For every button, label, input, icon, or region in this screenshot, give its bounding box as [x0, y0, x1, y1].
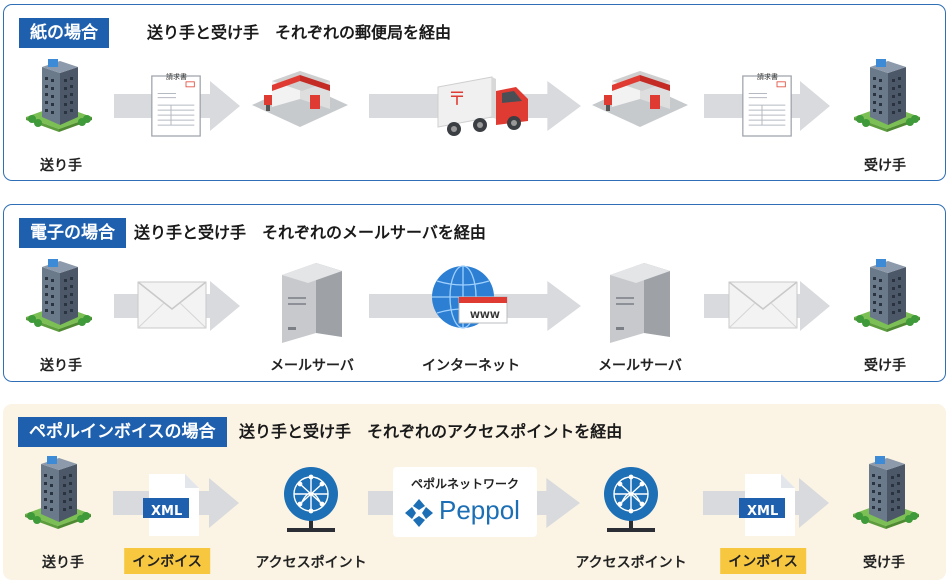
access-point-label: アクセスポイント	[255, 555, 367, 571]
peppol-panel: ペポルインボイスの場合 送り手と受け手 それぞれのアクセスポイントを経由 送り手…	[3, 404, 946, 580]
receiver-building-icon	[852, 259, 922, 341]
peppol-wordmark: Peppol	[439, 495, 520, 525]
post-office-icon	[590, 65, 690, 131]
receiver-label: 受け手	[863, 555, 905, 571]
invoice-badge: インボイス	[124, 548, 210, 574]
doc-title: 請求書	[757, 73, 778, 81]
receiver-label: 受け手	[864, 358, 906, 374]
peppol-headline: 送り手と受け手 それぞれのアクセスポイントを経由	[239, 422, 623, 441]
sender-building-icon	[24, 259, 94, 341]
paper-headline: 送り手と受け手 それぞれの郵便局を経由	[147, 23, 452, 42]
peppol-tag: ペポルインボイスの場合	[18, 417, 227, 447]
peppol-logo: Peppol	[403, 495, 529, 529]
mail-server-icon	[276, 253, 348, 345]
xml-label: XML	[151, 504, 183, 519]
receiver-building-icon	[851, 456, 921, 538]
receiver-building-icon	[852, 59, 922, 141]
access-point-icon	[601, 464, 661, 544]
paper-panel: 紙の場合 送り手と受け手 それぞれの郵便局を経由 送り手 請求書 請求書 受け手	[3, 4, 946, 181]
www-label: WWW	[470, 311, 500, 321]
doc-title: 請求書	[166, 73, 187, 81]
invoice-badge: インボイス	[720, 548, 806, 574]
internet-globe-icon	[432, 265, 508, 329]
email-headline: 送り手と受け手 それぞれのメールサーバを経由	[134, 223, 486, 242]
paper-tag: 紙の場合	[19, 18, 109, 48]
peppol-network-caption: ペポルネットワーク	[410, 477, 519, 491]
mail-truck-icon	[432, 73, 532, 139]
access-point-label: アクセスポイント	[575, 555, 687, 571]
sender-building-icon	[23, 456, 93, 538]
receiver-label: 受け手	[864, 158, 906, 174]
mail-server-label: メールサーバ	[598, 358, 682, 374]
sender-label: 送り手	[40, 358, 82, 374]
access-point-icon	[281, 464, 341, 544]
mail-server-icon	[604, 253, 676, 345]
mail-server-label: メールサーバ	[270, 358, 354, 374]
envelope-icon	[728, 281, 798, 329]
internet-label: インターネット	[422, 358, 520, 374]
envelope-icon	[137, 281, 207, 329]
xml-label: XML	[747, 504, 779, 519]
peppol-network-box: ペポルネットワーク Peppol	[393, 467, 537, 537]
email-panel: 電子の場合 送り手と受け手 それぞれのメールサーバを経由 送り手 メールサーバ …	[3, 204, 946, 382]
sender-label: 送り手	[40, 158, 82, 174]
email-tag: 電子の場合	[19, 218, 126, 248]
sender-building-icon	[24, 59, 94, 141]
post-office-icon	[250, 65, 350, 131]
peppol-logo-icon	[405, 499, 433, 527]
sender-label: 送り手	[42, 555, 84, 571]
